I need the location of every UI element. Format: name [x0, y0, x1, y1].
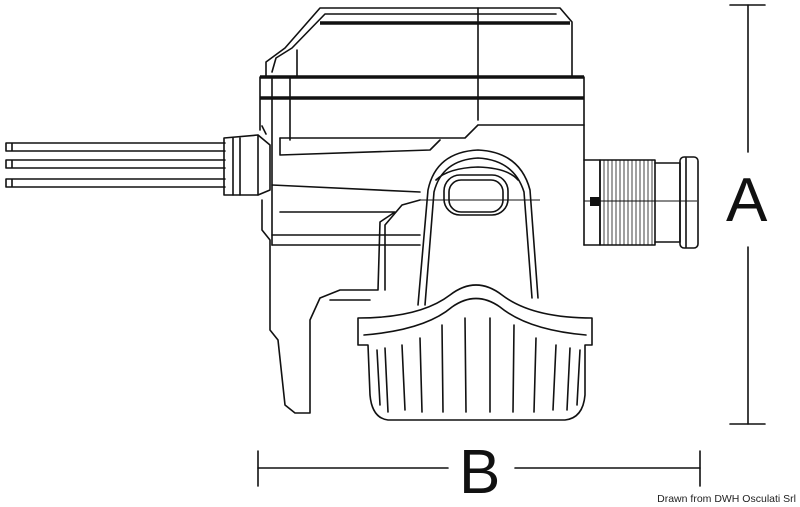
dimension-a — [729, 4, 766, 425]
pump-body — [259, 75, 585, 414]
dimension-a-label: A — [726, 166, 768, 235]
pump-cap — [265, 7, 573, 121]
power-wires — [5, 142, 226, 188]
dimension-b-label: B — [459, 438, 501, 507]
outlet-port — [583, 156, 699, 249]
cable-gland — [223, 125, 271, 196]
dimension-b — [257, 450, 701, 487]
strainer-base — [357, 284, 593, 421]
float-switch-handle — [417, 149, 540, 306]
drawing-credit: Drawn from DWH Osculati Srl — [657, 493, 796, 505]
